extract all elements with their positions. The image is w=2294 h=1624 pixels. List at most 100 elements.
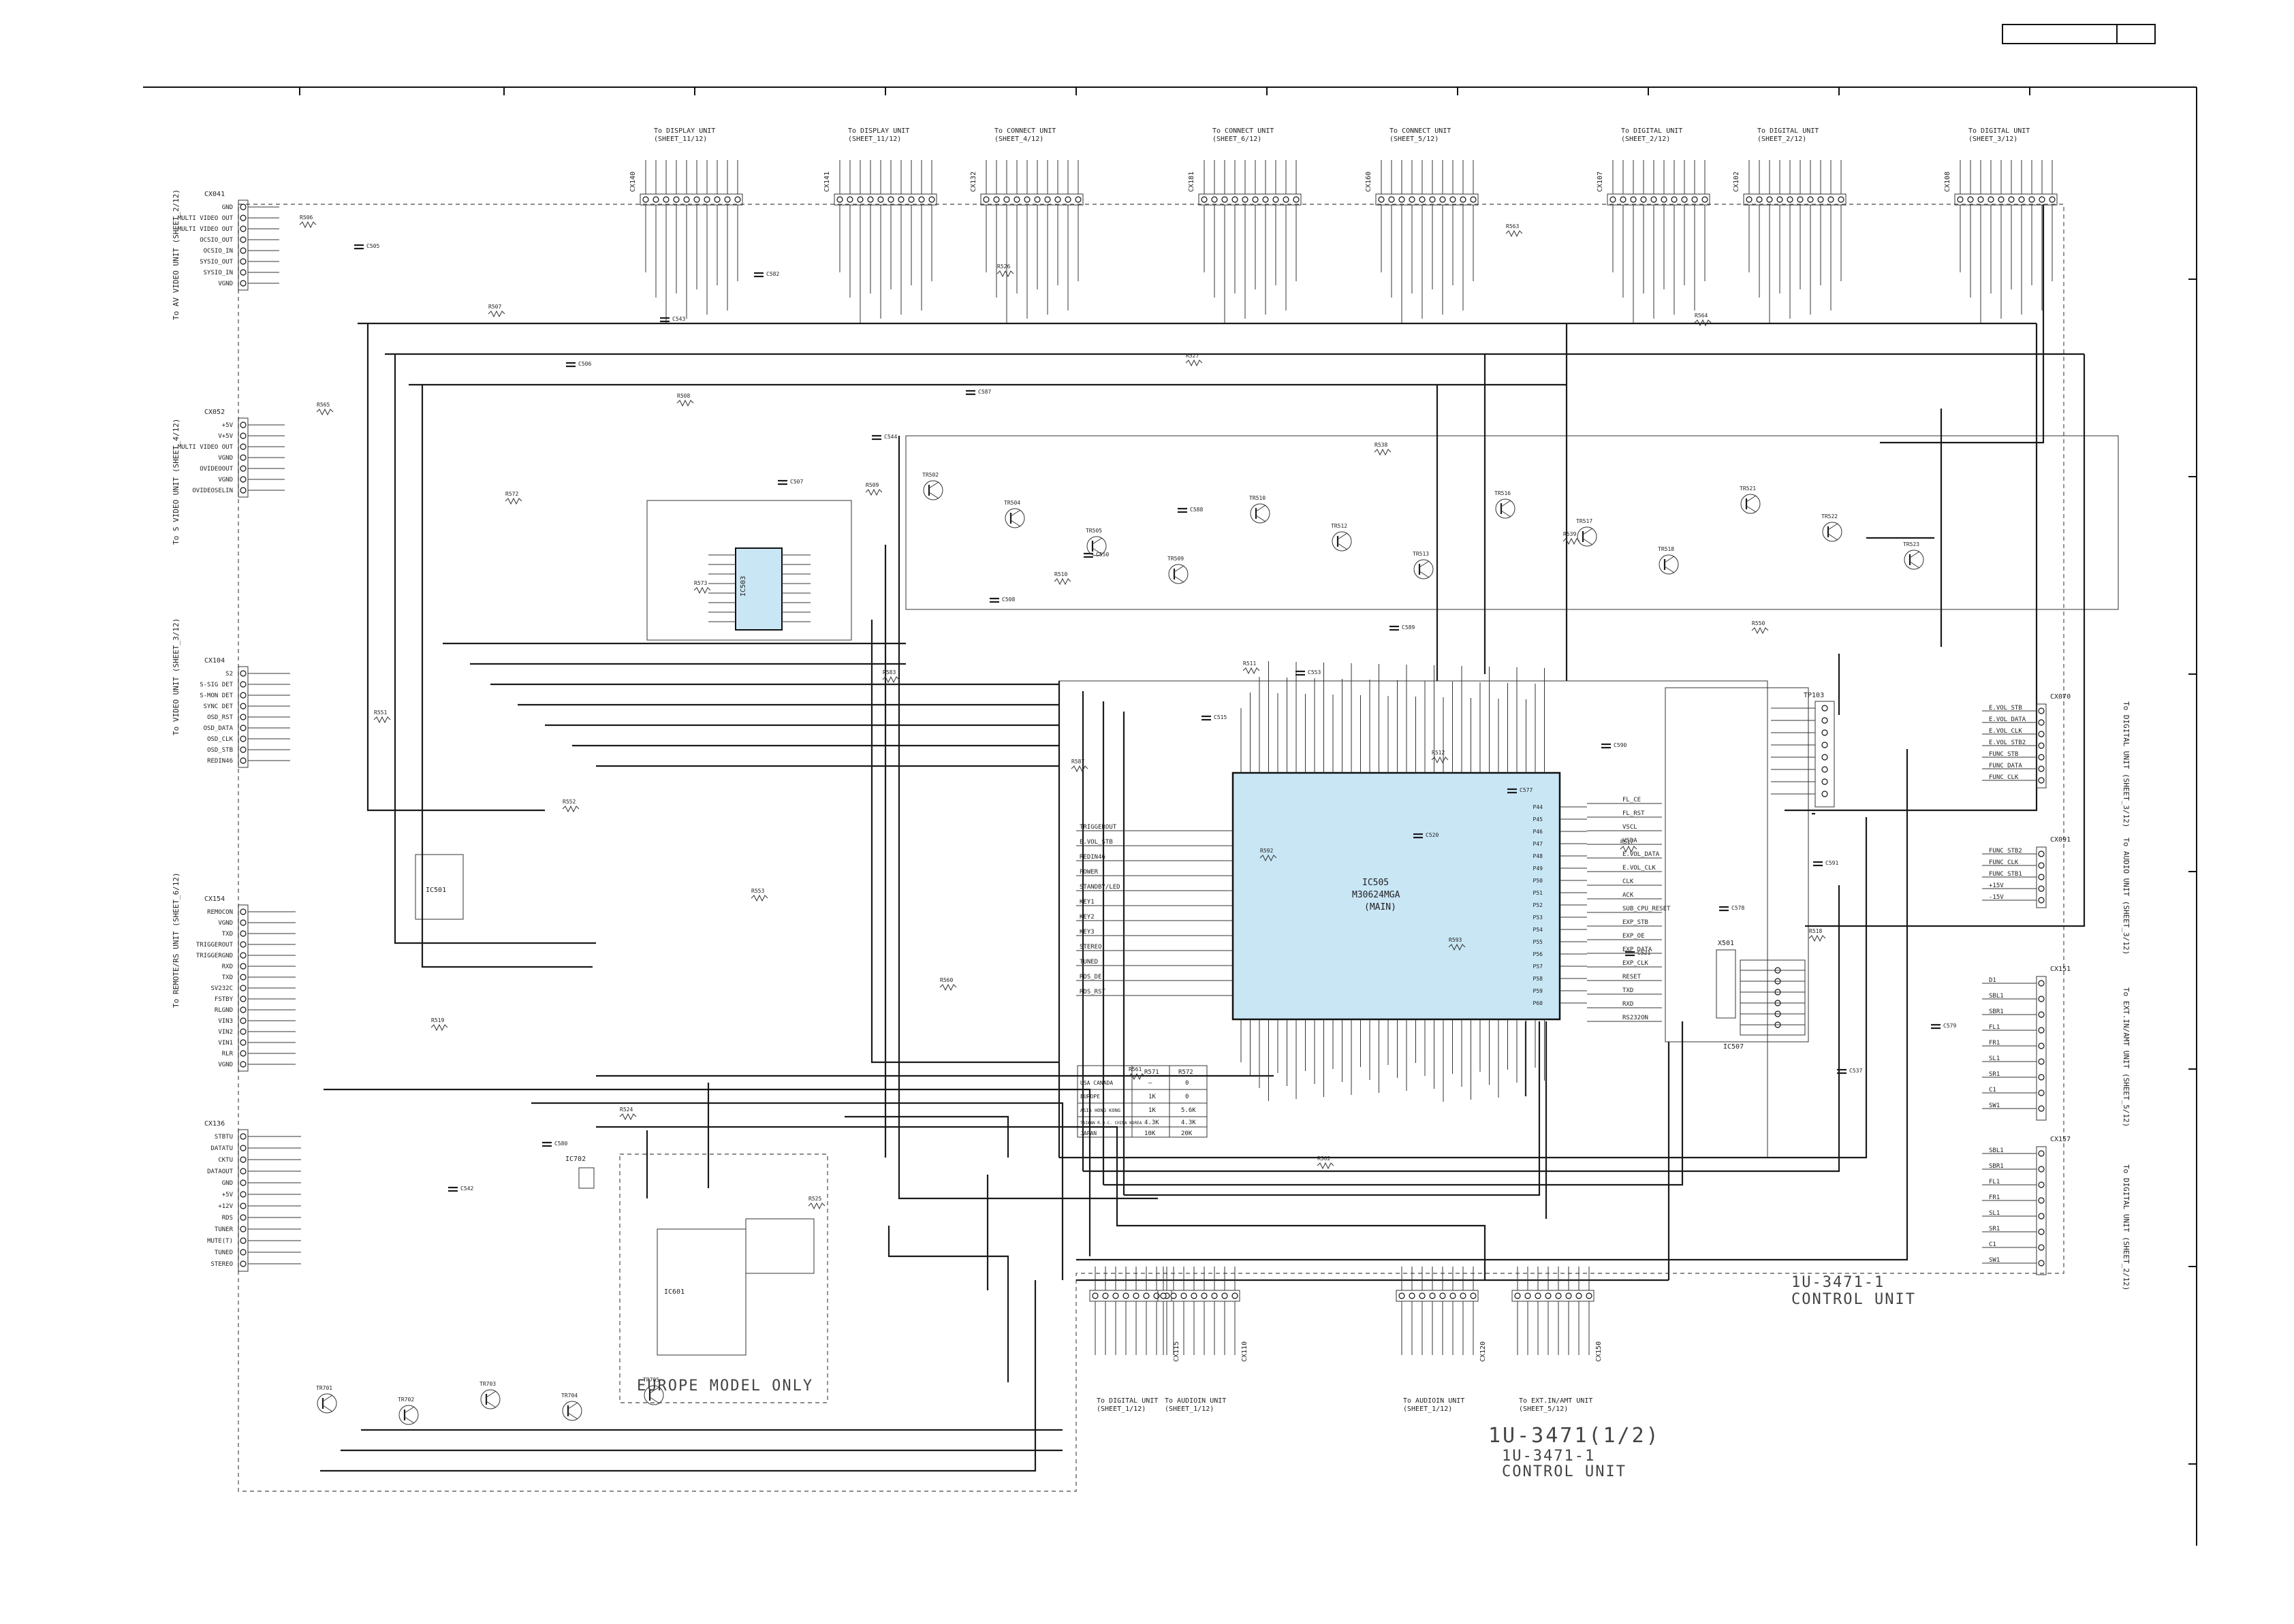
transistor-symbol — [1005, 508, 1025, 528]
resistor-label: R564 — [1695, 313, 1708, 319]
pin — [240, 1249, 247, 1256]
pin — [1388, 196, 1395, 203]
transistor-label: TR521 — [1740, 485, 1756, 492]
capacitor-label: C537 — [1849, 1068, 1862, 1074]
connector-ref: CX141 — [823, 172, 831, 192]
pin — [1231, 196, 1238, 203]
pin — [928, 196, 935, 203]
pin-label: FUNC_DATA — [1989, 763, 2022, 769]
pin — [1797, 196, 1804, 203]
capacitor-label: C582 — [766, 271, 779, 277]
pin — [1398, 196, 1405, 203]
pin-label: FR1 — [1989, 1040, 2000, 1047]
transistor-symbol — [1577, 526, 1597, 547]
resistor-symbol — [1808, 934, 1826, 942]
resistor-symbol — [299, 221, 317, 229]
pin — [1565, 1292, 1572, 1299]
pin — [1191, 1292, 1197, 1299]
bus-signal-label: RXD — [1622, 1001, 1633, 1008]
pin — [1787, 196, 1793, 203]
resistor-symbol — [996, 270, 1014, 278]
resistor-label: R511 — [1243, 660, 1256, 667]
pin-label: SBR1 — [1989, 1008, 2004, 1015]
pin — [1460, 1292, 1466, 1299]
pin — [1650, 196, 1657, 203]
pin — [1170, 1292, 1177, 1299]
pin — [2038, 1181, 2045, 1188]
pin — [2038, 1166, 2045, 1173]
pin — [1691, 196, 1698, 203]
pin-label: VGND — [218, 920, 233, 927]
ic505-right-pin: P57 — [1533, 964, 1543, 970]
pin-label: STBTU — [215, 1134, 233, 1141]
pin — [1957, 196, 1964, 203]
table-header-r572: R572 — [1178, 1069, 1193, 1076]
transistor-symbol — [1659, 554, 1679, 575]
ic505-left-pin: POWER — [1080, 869, 1099, 876]
ic505-right-pin: P60 — [1533, 1000, 1543, 1006]
ic505-left-pin: REDIN46 — [1080, 854, 1105, 861]
pin-label: VGND — [218, 1062, 233, 1068]
pin — [240, 247, 247, 254]
ic505-right-pin: P55 — [1533, 939, 1543, 945]
pin — [1180, 1292, 1187, 1299]
pin — [240, 487, 247, 494]
pin — [1075, 196, 1082, 203]
ic601-label: IC601 — [664, 1288, 685, 1296]
connector-cx150: To EXT.IN/AMT UNIT(SHEET_5/12)CX150 — [1511, 1267, 1603, 1413]
transistor-symbol — [1168, 564, 1189, 584]
pin — [1555, 1292, 1562, 1299]
right-edge-label: To EXT.IN/AMT UNIT (SHEET_5/12) — [2122, 987, 2131, 1127]
pin — [1524, 1292, 1531, 1299]
connector-dest: To DIGITAL UNIT — [1621, 127, 1682, 135]
transistor-symbol — [1086, 536, 1107, 556]
connector-dest: To DIGITAL UNIT — [1097, 1397, 1158, 1405]
resistors: R506R507R508R509R510R511R512R517R518R519… — [299, 214, 1826, 1210]
transistor-label: TR504 — [1004, 500, 1020, 506]
tp103-label: TP103 — [1804, 692, 1824, 699]
pin-label: RLGND — [215, 1007, 233, 1014]
pin — [2038, 1197, 2045, 1204]
pin-label: VGND — [218, 477, 233, 483]
pin — [240, 1145, 247, 1151]
pin — [2038, 707, 2045, 714]
capacitor-label: C542 — [460, 1185, 473, 1192]
pin — [1014, 196, 1020, 203]
pin-label: VGND — [218, 281, 233, 287]
pin-label: VIN3 — [218, 1018, 233, 1025]
europe-only-block — [619, 1153, 828, 1403]
bus-signal-label: FL_RST — [1622, 810, 1645, 817]
resistor-symbol — [939, 983, 957, 991]
pin-label: OCSIO_OUT — [200, 237, 233, 244]
pin-label: REMOCON — [207, 909, 233, 916]
pin — [1283, 196, 1289, 203]
transistor-label: TR518 — [1658, 546, 1674, 552]
resistor-symbol — [430, 1023, 448, 1032]
ic503: IC503 — [735, 547, 783, 631]
pin — [240, 703, 247, 710]
pin-label: REDIN46 — [207, 758, 233, 765]
right-edge-label: To DIGITAL UNIT (SHEET_2/12) — [2122, 1164, 2131, 1290]
ic505-part: M30624MGA — [1352, 890, 1400, 900]
connector-cx102: To DIGITAL UNIT(SHEET_2/12)CX102 — [1733, 127, 1847, 323]
transistor-symbol — [644, 1385, 664, 1405]
pin — [1827, 196, 1834, 203]
pin — [663, 196, 670, 203]
pin-label: SBL1 — [1989, 1147, 2004, 1154]
pin — [1133, 1292, 1140, 1299]
connector-dest: To DISPLAY UNIT — [848, 127, 909, 135]
connector-dest: To AUDIOIN UNIT — [1403, 1397, 1464, 1405]
capacitor-label: C520 — [1426, 832, 1439, 838]
resistor-label: R572 — [505, 491, 518, 497]
capacitor-label: C588 — [1190, 507, 1203, 513]
bus-signals: FL_CEFL_RSTVSCLVSDAE.VOL_DATAE.VOL_CLKCL… — [1587, 797, 1671, 1022]
pin-label: FUNC_CLK — [1989, 774, 2019, 781]
pin-label: +15V — [1989, 882, 2004, 889]
pin — [240, 735, 247, 742]
pin — [2038, 897, 2045, 904]
transistor-label: TR702 — [398, 1397, 414, 1403]
svg-text:—: — — [1148, 1080, 1152, 1087]
pin — [2038, 754, 2045, 761]
pin-label: CKTU — [218, 1157, 233, 1164]
pin — [1065, 196, 1071, 203]
